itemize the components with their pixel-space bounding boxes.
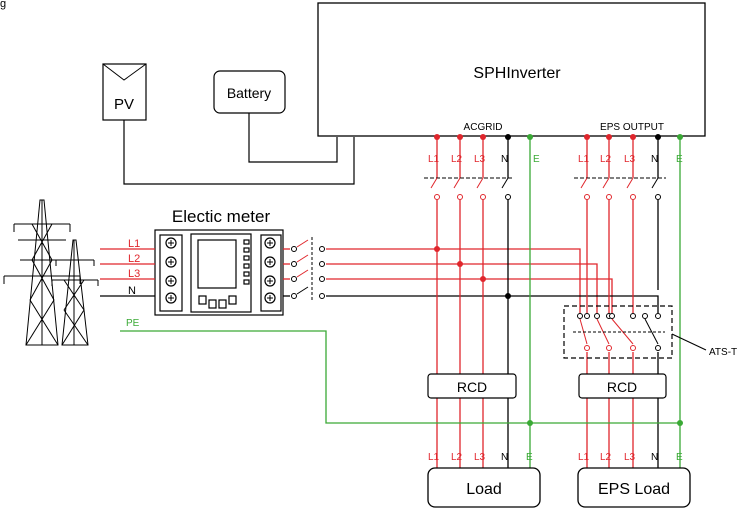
electric-meter-icon xyxy=(154,229,284,316)
rcd-right: RCD xyxy=(578,373,667,399)
incoming-lines xyxy=(100,248,155,297)
eps-wires xyxy=(586,137,681,468)
ats-label: ATS-T xyxy=(709,347,737,358)
feeder-lines xyxy=(283,248,659,313)
ats-switch-icon xyxy=(573,313,665,351)
grid-terminal-l1: L1 xyxy=(428,154,440,165)
pv-panel: PV xyxy=(102,63,147,121)
transmission-tower-icon xyxy=(3,199,99,346)
load-terminal-l2: L2 xyxy=(451,452,463,463)
eps-output-label: EPS OUTPUT xyxy=(600,122,664,133)
grid-terminal-l3: L3 xyxy=(474,154,486,165)
grid-terminal-l2: L2 xyxy=(451,154,463,165)
eps-load-label: EPS Load xyxy=(598,481,670,498)
pe-line xyxy=(120,330,680,424)
pe-label: PE xyxy=(126,318,140,329)
pv-label: PV xyxy=(114,96,134,113)
eps-load-terminal-n: N xyxy=(651,452,658,463)
eps-terminal-l2: L2 xyxy=(600,154,612,165)
feeder-junctions xyxy=(434,246,511,299)
inverter-box xyxy=(317,2,706,137)
rcd-left: RCD xyxy=(427,373,517,399)
eps-terminal-l1: L1 xyxy=(578,154,590,165)
load-label: Load xyxy=(466,481,502,498)
load-terminal-l3: L3 xyxy=(474,452,486,463)
pe-junction-grid xyxy=(527,420,533,426)
ats-leader-line xyxy=(671,333,707,351)
meter-switch-icon xyxy=(291,237,325,302)
eps-load-terminal-l2: L2 xyxy=(600,452,612,463)
rcd-left-label: RCD xyxy=(457,379,487,395)
eps-terminal-labels: L1 L2 L3 N E xyxy=(578,154,683,165)
eps-terminal-n: N xyxy=(651,154,658,165)
acgrid-breaker-icon xyxy=(424,177,514,200)
inverter-title: SPHInverter xyxy=(473,65,561,82)
eps-breaker-icon xyxy=(574,177,666,200)
load-terminal-labels: L1 L2 L3 N E xyxy=(428,452,533,463)
eps-load-terminal-labels: L1 L2 L3 N E xyxy=(578,452,683,463)
meter-title: Electic meter xyxy=(172,207,271,226)
eps-load-box: EPS Load xyxy=(577,467,691,508)
meter-label-l1: L1 xyxy=(128,238,140,250)
grid-terminal-e: E xyxy=(533,154,540,165)
eps-load-terminal-e: E xyxy=(676,452,683,463)
load-terminal-e: E xyxy=(526,452,533,463)
pe-junction-eps xyxy=(677,420,683,426)
load-terminal-l1: L1 xyxy=(428,452,440,463)
meter-label-n: N xyxy=(128,285,136,297)
eps-load-terminal-l1: L1 xyxy=(578,452,590,463)
corner-text: g xyxy=(0,0,6,10)
battery-cable xyxy=(248,113,338,163)
meter-label-l3: L3 xyxy=(128,268,140,280)
meter-screw-marks xyxy=(168,240,273,301)
battery-label: Battery xyxy=(227,85,271,101)
grid-terminal-labels: L1 L2 L3 N E xyxy=(428,154,540,165)
acgrid-label: ACGRID xyxy=(464,122,503,133)
eps-terminal-e: E xyxy=(676,154,683,165)
eps-load-terminal-l3: L3 xyxy=(624,452,636,463)
grid-terminal-n: N xyxy=(501,154,508,165)
load-terminal-n: N xyxy=(501,452,508,463)
pv-cable xyxy=(123,120,355,185)
eps-terminal-l3: L3 xyxy=(624,154,636,165)
battery-box: Battery xyxy=(213,70,286,114)
rcd-right-label: RCD xyxy=(607,379,637,395)
inverter-terminal-dots xyxy=(434,134,683,140)
acgrid-wires xyxy=(436,137,531,468)
meter-label-l2: L2 xyxy=(128,253,140,265)
load-box: Load xyxy=(427,467,541,508)
